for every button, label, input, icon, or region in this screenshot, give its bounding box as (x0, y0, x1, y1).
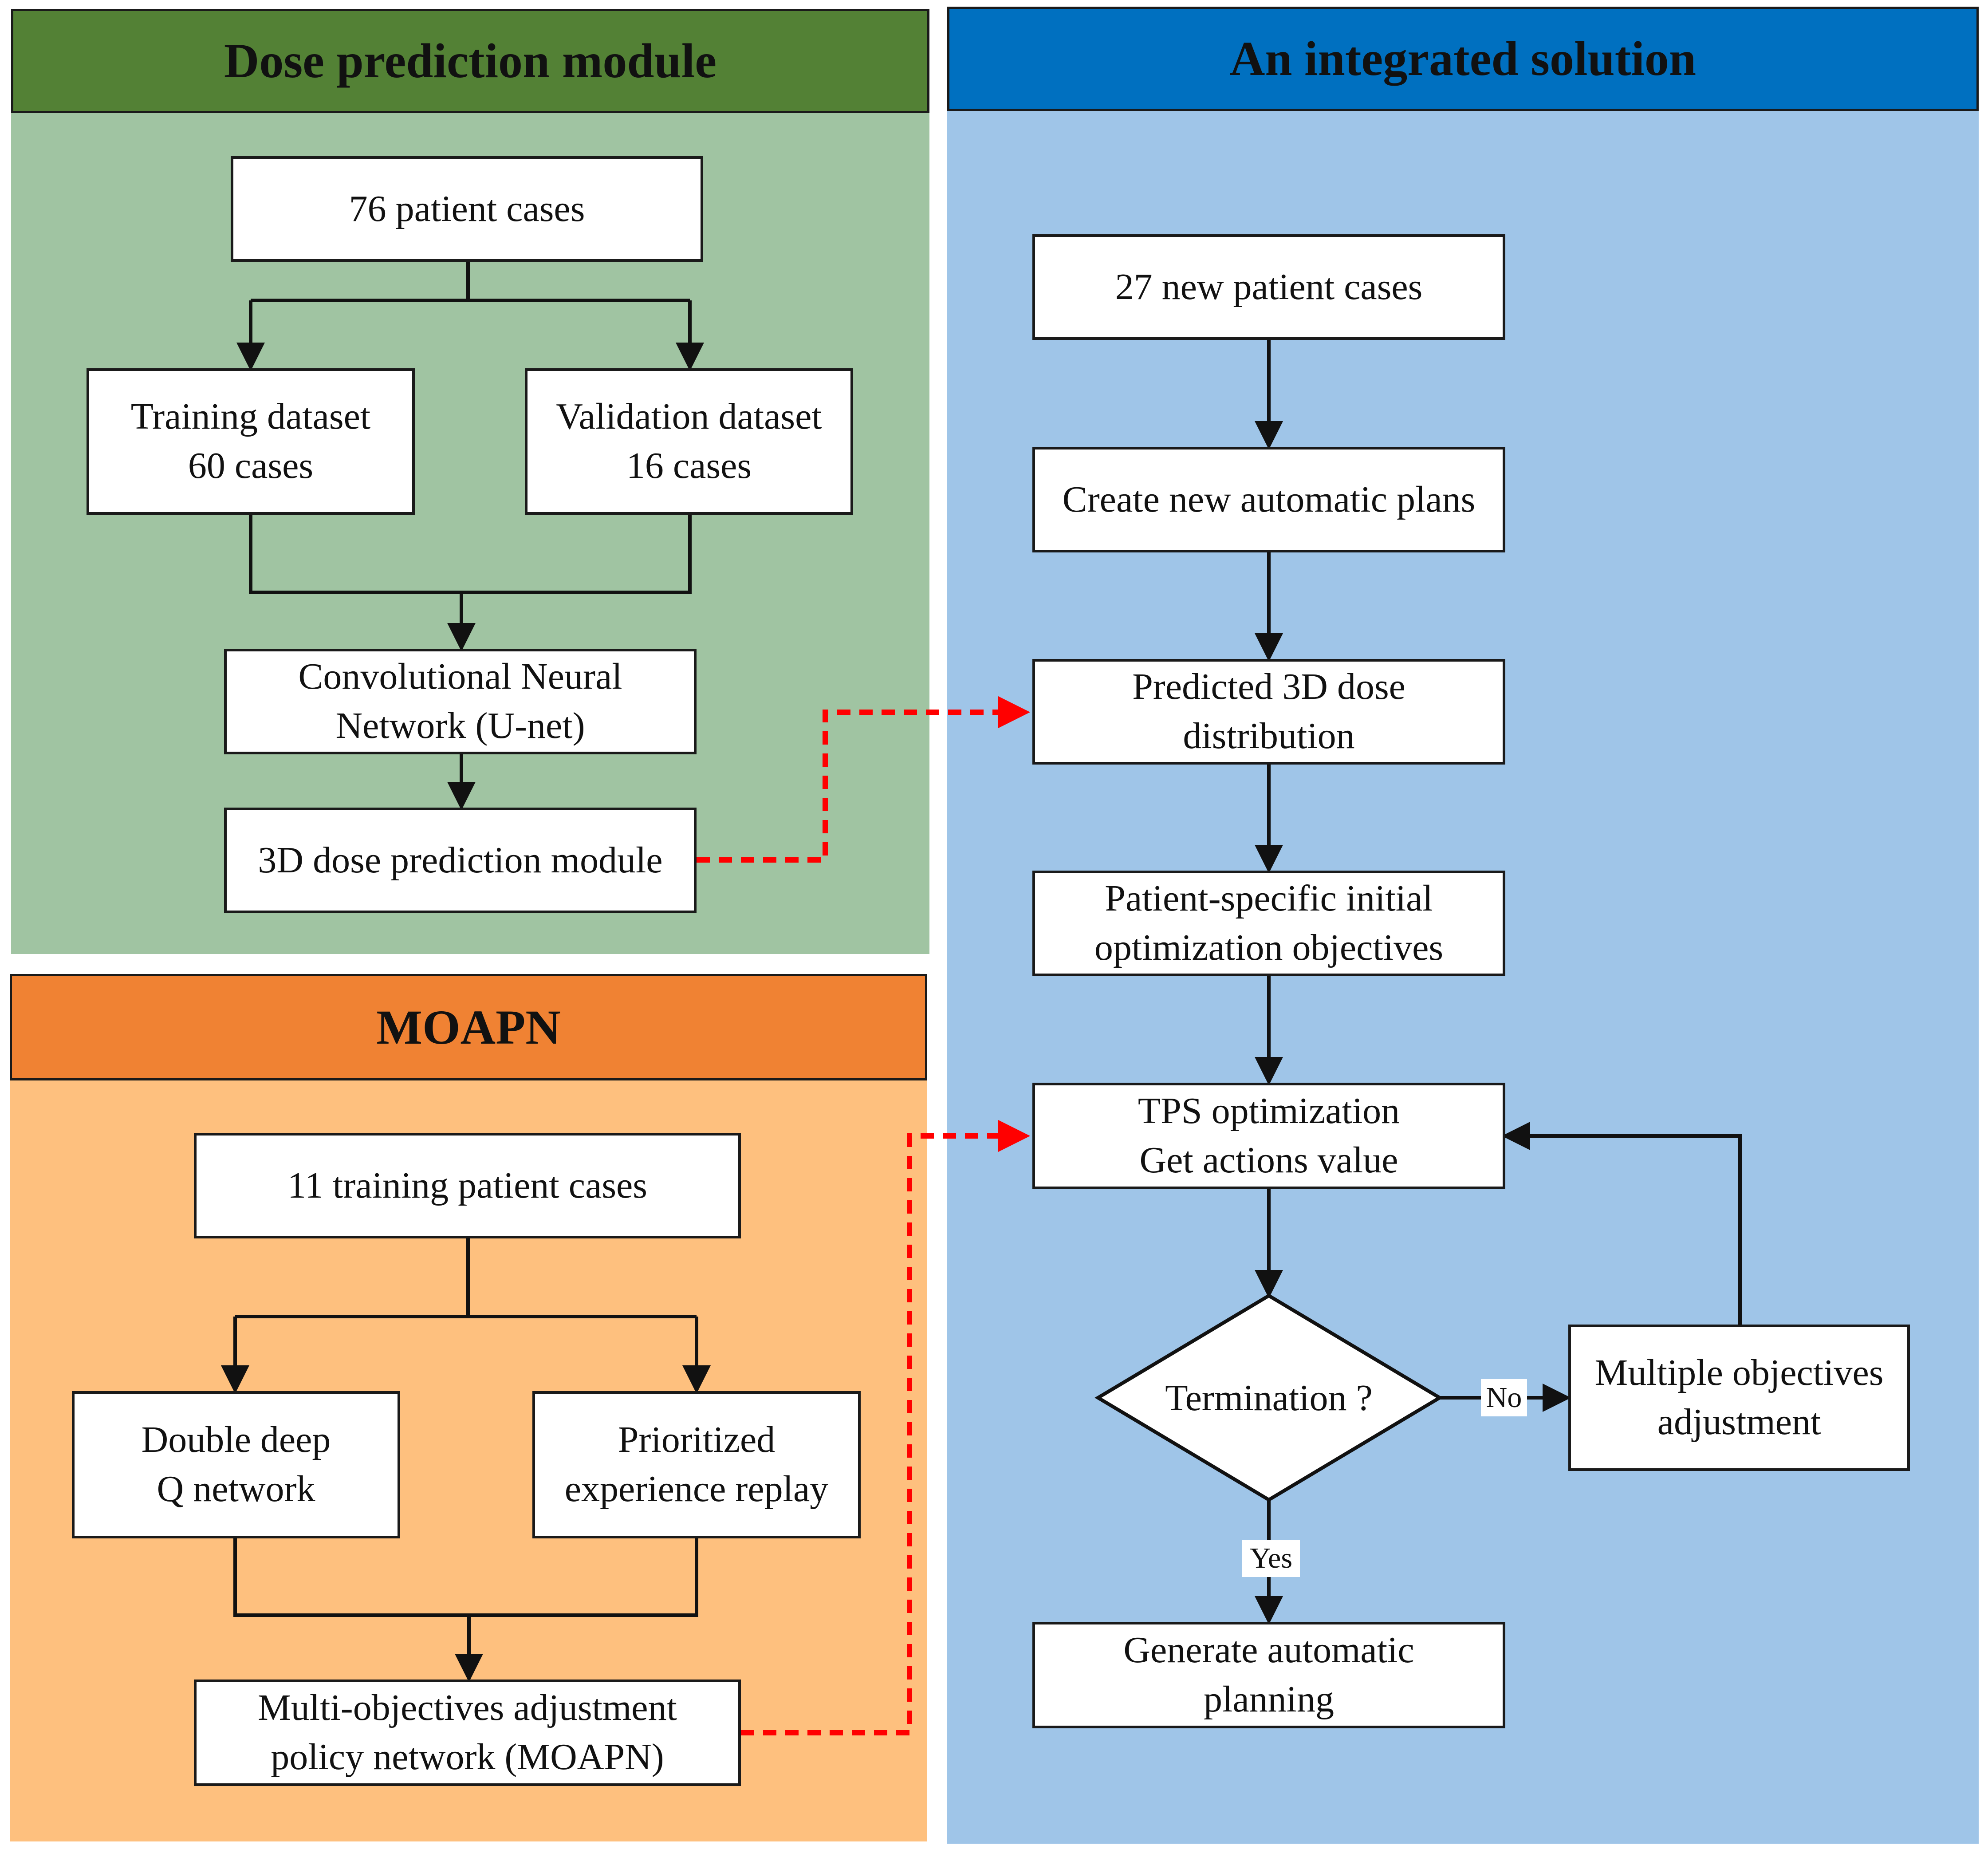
predicted-dose-label-line1: Predicted 3D dose (1132, 666, 1405, 708)
policy-label-line2: policy network (MOAPN) (271, 1736, 664, 1778)
connector-moapn-merge (233, 1538, 698, 1617)
prioritized-experience-replay-box: Prioritized experience replay (532, 1391, 861, 1538)
tps-label-line2: Get actions value (1139, 1139, 1398, 1181)
generate-label-line2: planning (1204, 1679, 1334, 1720)
training-patient-cases-box: 11 training patient cases (194, 1133, 741, 1238)
link-moapn-to-tps (741, 1120, 1030, 1735)
integrated-header: An integrated solution (947, 7, 1979, 111)
double-deep-q-network-box: Double deep Q network (72, 1391, 400, 1538)
connector-datasets-merge (249, 513, 692, 594)
objectives-adjustment-box: Multiple objectives adjustment (1568, 1325, 1910, 1471)
no-branch-label: No (1481, 1379, 1527, 1416)
predicted-dose-label-line2: distribution (1183, 715, 1355, 757)
create-plans-label: Create new automatic plans (1062, 478, 1476, 520)
moapn-title: MOAPN (376, 1000, 561, 1054)
generate-planning-box: Generate automatic planning (1032, 1622, 1505, 1728)
cnn-label-line2: Network (U-net) (335, 705, 585, 746)
patient-cases-box: 76 patient cases (231, 156, 703, 262)
connector-moapn-split (235, 1238, 697, 1318)
cnn-box: Convolutional Neural Network (U-net) (224, 649, 697, 754)
dose-prediction-module-box: 3D dose prediction module (224, 808, 697, 913)
tps-label-line1: TPS optimization (1138, 1090, 1400, 1132)
patient-cases-label: 76 patient cases (349, 188, 585, 229)
integrated-panel (947, 111, 1979, 1844)
yes-branch-label: Yes (1242, 1540, 1300, 1577)
adjust-label-line2: adjustment (1657, 1401, 1821, 1443)
predicted-dose-box: Predicted 3D dose distribution (1032, 659, 1505, 765)
link-prediction-to-predicted-dose (697, 696, 1030, 863)
termination-diamond (1094, 1293, 1443, 1502)
training-dataset-box: Training dataset 60 cases (87, 368, 415, 515)
validation-dataset-count: 16 cases (626, 445, 752, 486)
new-patient-cases-box: 27 new patient cases (1032, 234, 1505, 340)
validation-dataset-label: Validation dataset (556, 396, 822, 438)
training-patient-cases-label: 11 training patient cases (287, 1164, 647, 1206)
initial-objectives-box: Patient-specific initial optimization ob… (1032, 871, 1505, 976)
per-label-line2: experience replay (564, 1468, 829, 1510)
integrated-title: An integrated solution (1229, 32, 1697, 86)
generate-label-line1: Generate automatic (1123, 1629, 1414, 1671)
objectives-label-line2: optimization objectives (1094, 927, 1444, 968)
objectives-label-line1: Patient-specific initial (1105, 878, 1433, 919)
policy-label-line1: Multi-objectives adjustment (258, 1687, 677, 1729)
dose-module-header: Dose prediction module (11, 9, 929, 113)
new-patient-cases-label: 27 new patient cases (1115, 266, 1423, 308)
cnn-label-line1: Convolutional Neural (298, 656, 622, 698)
tps-optimization-box: TPS optimization Get actions value (1032, 1083, 1505, 1189)
adjust-label-line1: Multiple objectives (1594, 1352, 1884, 1394)
arrow-adjust-to-tps (1502, 1122, 1742, 1325)
moapn-header: MOAPN (10, 974, 927, 1080)
moapn-policy-network-box: Multi-objectives adjustment policy netwo… (194, 1680, 741, 1786)
ddqn-label-line2: Q network (157, 1468, 315, 1510)
termination-label: Termination ? (1165, 1377, 1373, 1419)
per-label-line1: Prioritized (618, 1419, 776, 1461)
ddqn-label-line1: Double deep (141, 1419, 331, 1461)
connector-patients-split (251, 262, 690, 302)
dose-module-title: Dose prediction module (224, 34, 717, 88)
training-dataset-label: Training dataset (130, 396, 371, 438)
create-plans-box: Create new automatic plans (1032, 447, 1505, 552)
dose-prediction-module-label: 3D dose prediction module (258, 839, 663, 881)
training-dataset-count: 60 cases (188, 445, 314, 486)
validation-dataset-box: Validation dataset 16 cases (525, 368, 853, 515)
